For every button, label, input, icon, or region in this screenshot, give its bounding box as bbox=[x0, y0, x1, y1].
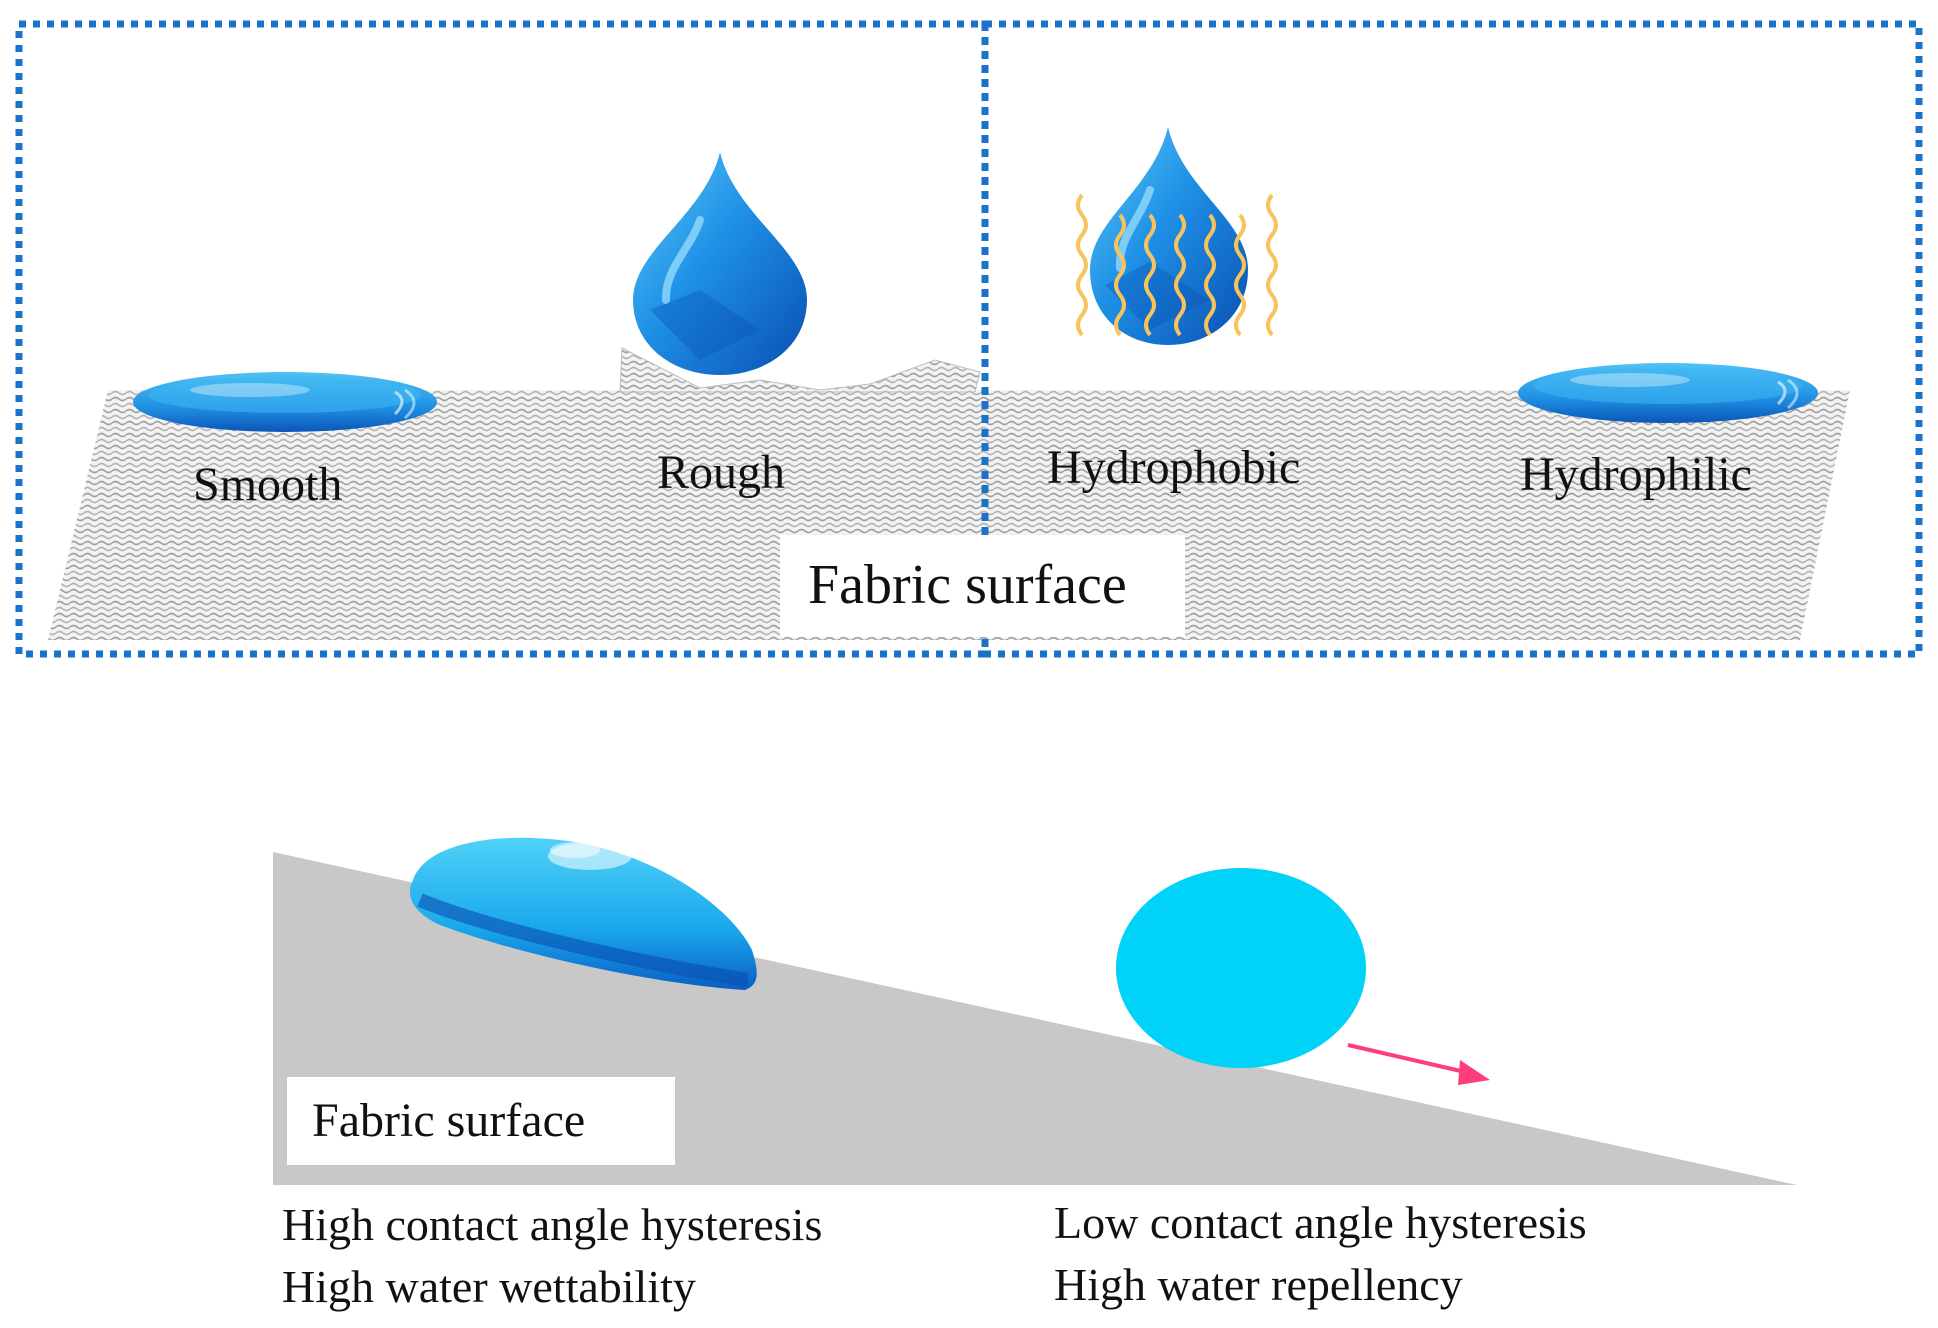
caption-left-line1: High contact angle hysteresis bbox=[282, 1199, 822, 1250]
fabric-label-bottom: Fabric surface bbox=[312, 1094, 585, 1147]
top-panel: Smooth Rough Hydrophobic Hydrophilic Fab… bbox=[15, 20, 1923, 658]
fabric-surface-top bbox=[48, 390, 1850, 640]
fabric-label-box-bottom bbox=[287, 1077, 675, 1165]
smooth-puddle bbox=[133, 372, 437, 432]
rough-bumps bbox=[619, 347, 981, 393]
spreading-drop bbox=[409, 837, 757, 990]
fabric-label-top: Fabric surface bbox=[808, 554, 1127, 616]
arrow-icon bbox=[1347, 1043, 1490, 1085]
water-drop-icon bbox=[633, 152, 807, 375]
frame-right bbox=[981, 20, 1923, 658]
caption-right-line1: Low contact angle hysteresis bbox=[1054, 1197, 1587, 1248]
hydrophobic-chains bbox=[1076, 193, 1278, 337]
water-drop-icon bbox=[1090, 127, 1248, 345]
bottom-panel: Fabric surface High contact angle hyster… bbox=[273, 837, 1797, 1312]
label-hydrophilic: Hydrophilic bbox=[1520, 448, 1752, 501]
rolling-drop bbox=[1116, 868, 1366, 1068]
frame-left bbox=[15, 20, 989, 658]
caption-right-line2: High water repellency bbox=[1054, 1259, 1463, 1310]
label-smooth: Smooth bbox=[193, 458, 342, 511]
label-hydrophobic: Hydrophobic bbox=[1047, 441, 1300, 494]
label-rough: Rough bbox=[657, 446, 785, 499]
hydrophilic-puddle bbox=[1518, 363, 1818, 423]
fabric-label-box-top bbox=[780, 535, 1185, 637]
caption-left-line2: High water wettability bbox=[282, 1261, 696, 1312]
